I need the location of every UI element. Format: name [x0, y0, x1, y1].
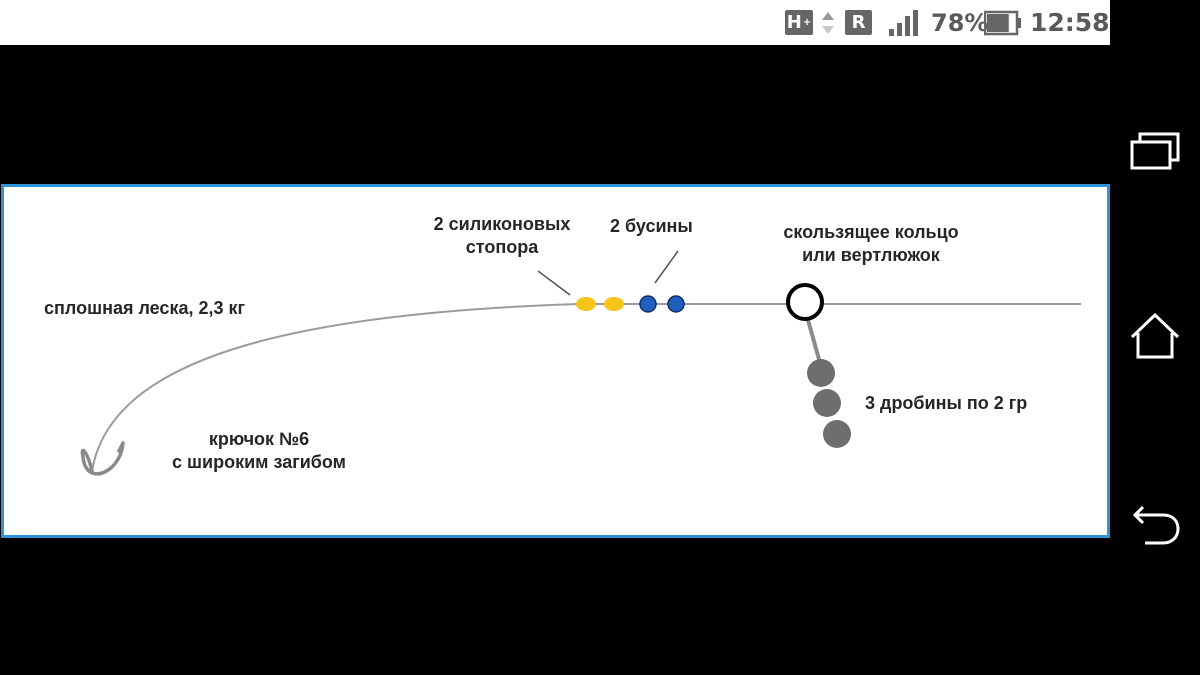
beads-label: 2 бусины — [610, 215, 693, 238]
recent-apps-icon — [1130, 132, 1180, 170]
ring-label: скользящее кольцо или вертлюжок — [764, 221, 978, 267]
stoppers-label-line1: 2 силиконовых — [433, 214, 571, 234]
hook-label: крючок №6 с широким загибом — [159, 428, 359, 474]
beads-pointer — [654, 250, 679, 284]
stoppers-label-line2: стопора — [465, 237, 539, 257]
network-type-label: H — [786, 12, 802, 33]
sliding-ring — [786, 283, 824, 321]
beads-label-text: 2 бусины — [610, 216, 693, 236]
home-button[interactable] — [1125, 308, 1185, 368]
split-shot — [823, 420, 851, 448]
diagram-panel: сплошная леска, 2,3 кг 2 силиконовых сто… — [1, 184, 1110, 538]
shot-label: 3 дробины по 2 гр — [865, 392, 1027, 415]
recent-apps-button[interactable] — [1125, 120, 1185, 180]
hook-label-line2: с широким загибом — [172, 452, 346, 472]
ring-label-line2: или вертлюжок — [802, 245, 940, 265]
fishing-line — [91, 303, 1081, 472]
split-shot — [807, 359, 835, 387]
line-label-text: сплошная леска, 2,3 кг — [44, 298, 245, 318]
signal-strength-icon — [888, 0, 920, 45]
back-icon — [1132, 505, 1180, 545]
stoppers-label: 2 силиконовых стопора — [422, 213, 582, 259]
silicone-stopper — [576, 297, 596, 311]
status-bar: H+ R 78% 12:58 — [0, 0, 1110, 45]
silicone-stopper — [604, 297, 624, 311]
hook-label-line1: крючок №6 — [208, 429, 310, 449]
battery-percent: 78% — [931, 8, 989, 37]
line-label: сплошная леска, 2,3 кг — [44, 297, 245, 320]
network-type-icon: H+ — [785, 10, 813, 35]
bead — [667, 295, 685, 313]
clock: 12:58 — [1030, 8, 1110, 37]
ring-label-line1: скользящее кольцо — [783, 222, 959, 242]
stoppers-pointer — [537, 270, 571, 296]
back-button[interactable] — [1125, 495, 1185, 555]
home-icon — [1130, 312, 1180, 359]
rig-diagram — [80, 250, 1081, 476]
data-activity-icon — [820, 0, 836, 45]
hook-icon — [80, 441, 125, 476]
roaming-icon: R — [845, 10, 872, 35]
network-type-sup: + — [802, 17, 812, 28]
bead — [639, 295, 657, 313]
battery-icon — [984, 0, 1022, 45]
split-shot — [813, 389, 841, 417]
roaming-label: R — [851, 12, 866, 33]
shot-label-text: 3 дробины по 2 гр — [865, 393, 1028, 413]
